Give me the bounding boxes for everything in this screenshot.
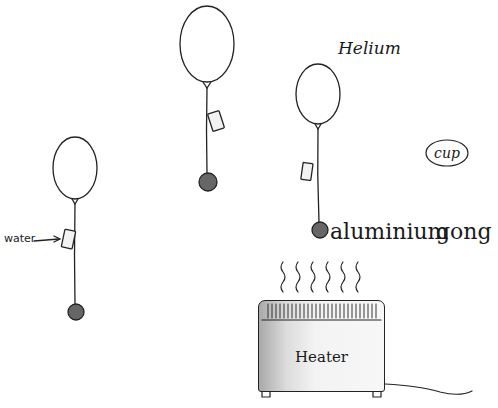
material-label: aluminium — [330, 219, 448, 244]
heat-wave — [281, 262, 285, 292]
aluminium-gong — [199, 173, 217, 191]
balloon — [180, 6, 234, 82]
balloon-knot — [203, 82, 211, 88]
node-text: Heater — [295, 348, 348, 366]
balloon-string — [206, 88, 208, 173]
heat-wave — [326, 262, 330, 292]
balloon-knot — [72, 199, 78, 204]
aluminium-gong — [312, 222, 328, 238]
aluminium-gong — [68, 304, 84, 320]
balloon-string — [74, 204, 76, 305]
heater-box: Heater — [258, 300, 385, 392]
water-cup — [61, 229, 76, 249]
heat-wave — [341, 262, 345, 292]
balloon-string — [318, 129, 319, 222]
bubble-ellipse — [426, 140, 468, 166]
balloon — [53, 137, 97, 199]
node-text: cup — [434, 145, 460, 161]
water-cup — [301, 162, 313, 180]
cup-bubble: cup — [425, 139, 469, 167]
balloon — [296, 64, 340, 124]
power-cord — [385, 384, 472, 394]
heat-wave — [296, 262, 300, 292]
part-label: gong — [436, 219, 492, 244]
note-label: water — [4, 232, 35, 245]
water-cup — [208, 111, 225, 132]
heat-wave — [356, 262, 360, 292]
heater-grille — [268, 304, 376, 318]
heat-wave — [311, 262, 315, 292]
heater-feet — [262, 392, 381, 397]
spacer — [330, 62, 341, 118]
balloon-knot — [315, 124, 321, 129]
panel-line — [262, 319, 381, 320]
arrow-head — [54, 236, 60, 242]
gas-label: Helium — [338, 38, 401, 58]
